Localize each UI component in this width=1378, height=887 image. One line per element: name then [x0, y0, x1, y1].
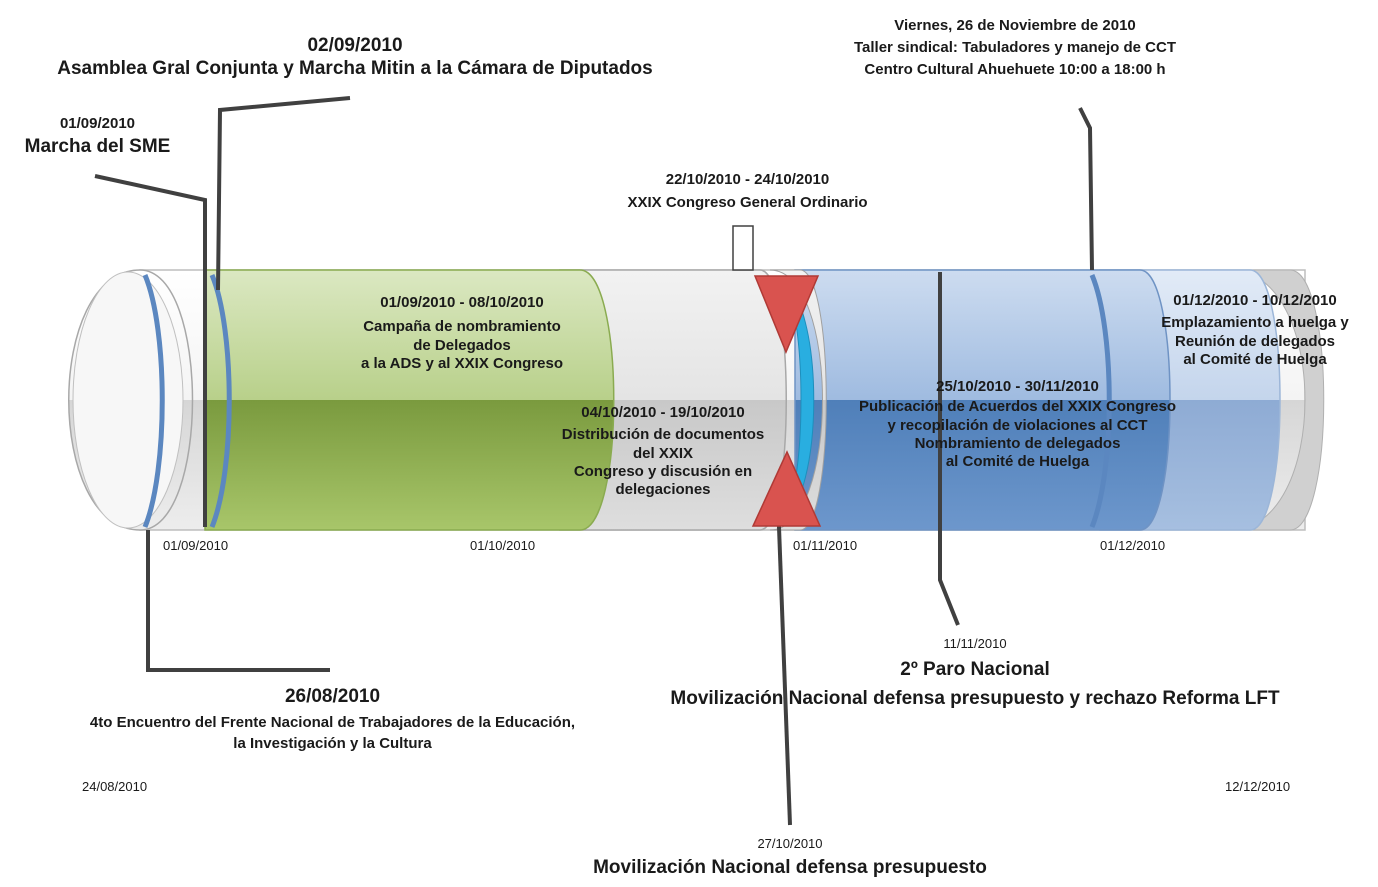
- event-date: 22/10/2010 - 24/10/2010: [665, 171, 830, 188]
- connector-0901: [94, 174, 207, 527]
- tick-sep: 01/09/2010: [163, 538, 229, 553]
- triangle-up-icon: [751, 450, 822, 527]
- connector-1022: [732, 225, 754, 271]
- connector-lines: [94, 96, 1094, 826]
- event-line: Movilización Nacional defensa presupuest…: [670, 688, 1280, 710]
- span-bar-green: [204, 269, 615, 531]
- span-label-light-blue: 01/12/2010 - 10/12/2010 Emplazamiento a …: [1135, 292, 1375, 369]
- span-line: Campaña de nombramiento: [363, 318, 561, 336]
- ring-0901: [209, 274, 232, 528]
- event-text: Movilización Nacional defensa presupuest…: [593, 856, 987, 878]
- span-dates: 01/09/2010 - 08/10/2010: [380, 294, 544, 311]
- event-date: 27/10/2010: [757, 836, 823, 851]
- event-date: 01/09/2010: [59, 115, 136, 132]
- event-1126: Viernes, 26 de Noviembre de 2010 Taller …: [820, 15, 1210, 80]
- connector-0902: [216, 96, 351, 291]
- span-line: de Delegados: [413, 336, 511, 354]
- ring-0826: [142, 274, 165, 528]
- event-date: 26/08/2010: [284, 686, 381, 707]
- span-label-grey: 04/10/2010 - 19/10/2010 Distribución de …: [532, 404, 794, 499]
- triangle-down-icon: [753, 275, 820, 354]
- span-label-green: 01/09/2010 - 08/10/2010 Campaña de nombr…: [320, 294, 604, 373]
- span-line: Congreso y discusión en: [573, 462, 753, 480]
- timeline-start-label: 24/08/2010: [82, 779, 148, 794]
- span-dates: 01/12/2010 - 10/12/2010: [1173, 292, 1337, 309]
- event-line: Taller sindical: Tabuladores y manejo de…: [853, 38, 1177, 56]
- span-line: delegaciones: [615, 481, 711, 499]
- event-line: Centro Cultural Ahuehuete 10:00 a 18:00 …: [864, 60, 1166, 78]
- span-line: del XXIX: [632, 444, 694, 462]
- tick-oct: 01/10/2010: [470, 538, 536, 553]
- congress-ring-grey: [769, 269, 827, 531]
- tick-dec: 01/12/2010: [1100, 538, 1166, 553]
- cylinder-left-cap-face: [72, 271, 184, 529]
- timeline-end-label: 12/12/2010: [1225, 779, 1291, 794]
- connector-1126: [1078, 107, 1094, 271]
- event-text: XXIX Congreso General Ordinario: [627, 193, 868, 211]
- event-line: la Investigación y la Cultura: [233, 735, 432, 753]
- span-line: Distribución de documentos: [561, 426, 765, 444]
- event-0901: 01/09/2010 Marcha del SME: [0, 115, 195, 158]
- event-text: Marcha del SME: [24, 136, 171, 158]
- event-1027: 27/10/2010 Movilización Nacional defensa…: [520, 836, 1060, 879]
- event-0902: 02/09/2010 Asamblea Gral Conjunta y Marc…: [5, 34, 705, 80]
- event-1111: 11/11/2010 2º Paro Nacional Movilización…: [625, 636, 1325, 710]
- span-line: al Comité de Huelga: [1183, 350, 1327, 368]
- connector-0826: [146, 530, 330, 672]
- event-line: Viernes, 26 de Noviembre de 2010: [894, 17, 1136, 34]
- span-line: y recopilación de violaciones al CCT: [887, 416, 1148, 434]
- event-line: 2º Paro Nacional: [900, 658, 1050, 680]
- event-date: 11/11/2010: [943, 636, 1007, 651]
- span-line: al Comité de Huelga: [945, 453, 1090, 471]
- event-0826: 26/08/2010 4to Encuentro del Frente Naci…: [10, 685, 655, 754]
- span-bar-blue: [794, 269, 1171, 531]
- event-text: Asamblea Gral Conjunta y Marcha Mitin a …: [57, 58, 653, 80]
- connector-1027: [776, 499, 792, 826]
- span-line: Reunión de delegados: [1174, 332, 1336, 350]
- ring-1126: [1089, 274, 1112, 528]
- span-line: Nombramiento de delegados: [914, 434, 1121, 452]
- connector-1111: [938, 272, 960, 626]
- span-line: Publicación de Acuerdos del XXIX Congres…: [858, 398, 1176, 416]
- span-line: a la ADS y al XXIX Congreso: [360, 354, 563, 372]
- event-rings: [142, 274, 1112, 528]
- span-label-blue: 25/10/2010 - 30/11/2010 Publicación de A…: [820, 378, 1215, 471]
- tick-nov: 01/11/2010: [793, 538, 858, 553]
- span-dates: 25/10/2010 - 30/11/2010: [936, 378, 1099, 395]
- event-1022: 22/10/2010 - 24/10/2010 XXIX Congreso Ge…: [560, 169, 935, 214]
- span-line: Emplazamiento a huelga y: [1161, 314, 1349, 332]
- span-dates: 04/10/2010 - 19/10/2010: [581, 404, 745, 421]
- event-line: 4to Encuentro del Frente Nacional de Tra…: [89, 714, 576, 732]
- event-date: 02/09/2010: [307, 35, 403, 56]
